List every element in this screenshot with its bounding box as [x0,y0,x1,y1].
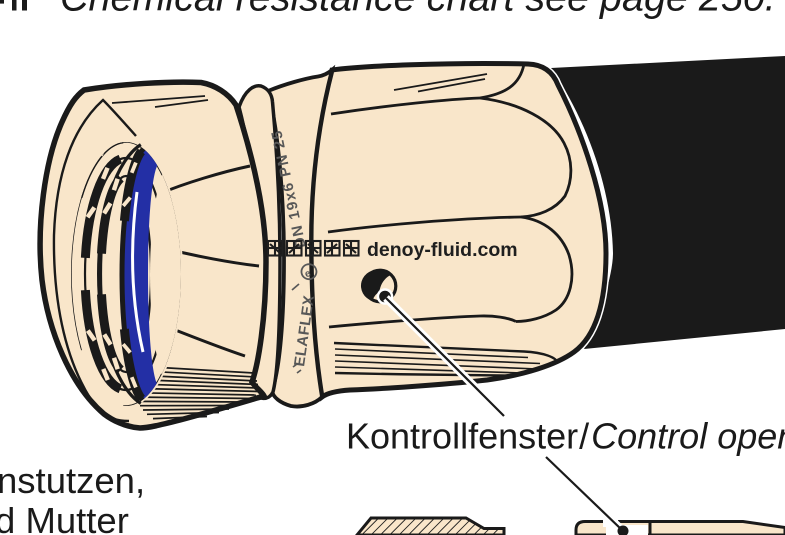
svg-text:d Mutter: d Mutter [0,500,129,535]
svg-text:Kontrollfenster/Control openin: Kontrollfenster/Control opening [346,416,785,457]
svg-text:denoy-fluid.com: denoy-fluid.com [367,239,518,261]
svg-text:e: e [304,268,313,280]
svg-text:Chemical resistance chart see: Chemical resistance chart see page 250. [60,0,776,20]
svg-text:nstutzen,: nstutzen, [0,460,145,501]
